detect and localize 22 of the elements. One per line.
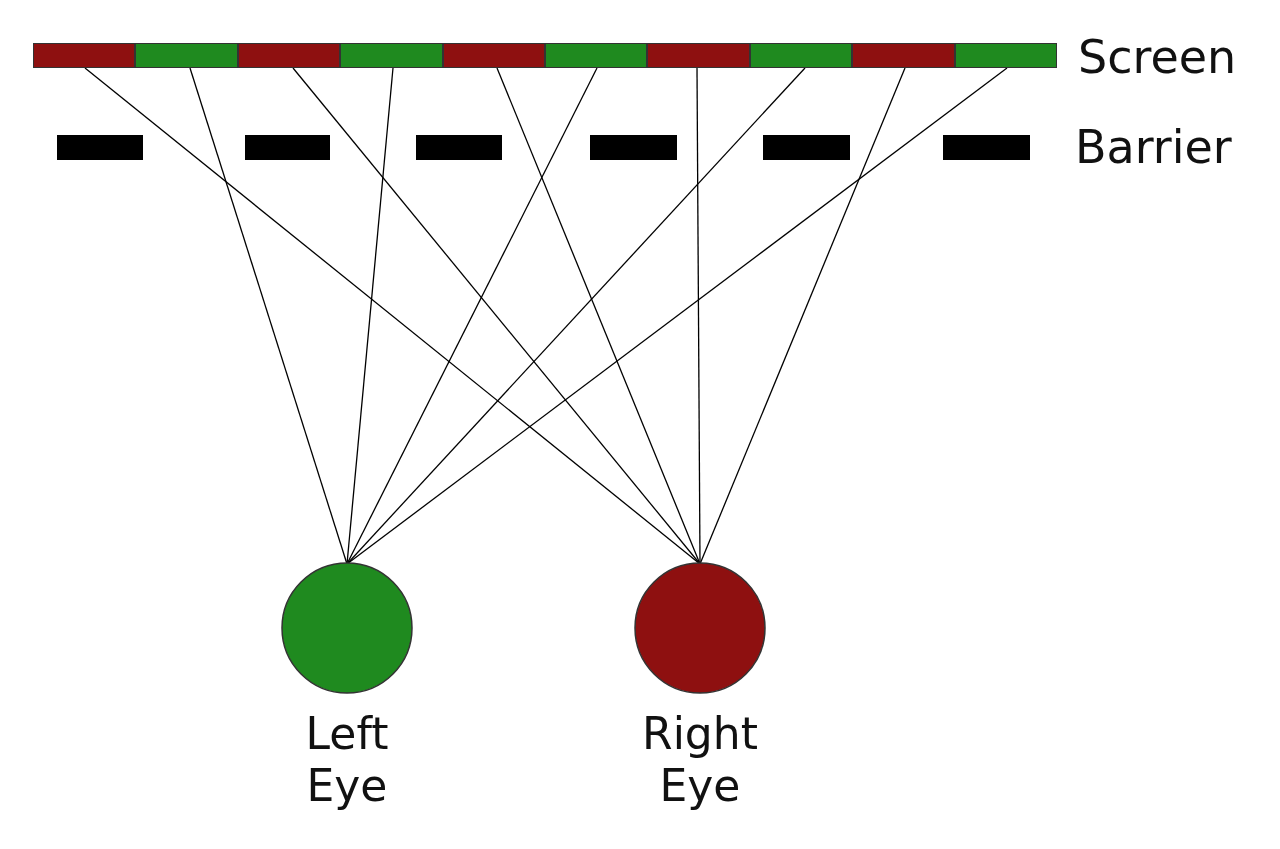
sight-line (696, 67, 701, 565)
sight-line (496, 67, 701, 565)
screen-pixel-strip (442, 43, 545, 68)
screen-pixel-strip (954, 43, 1057, 68)
screen-pixel-strip (237, 43, 341, 68)
sight-line (346, 67, 806, 565)
eye-label: Right Eye (641, 708, 759, 812)
sight-line (346, 67, 394, 565)
screen-pixel-strip (647, 43, 750, 68)
screen-pixel-strip (545, 43, 648, 68)
screen-pixel-strip (33, 43, 136, 68)
eye-label: Left Eye (304, 708, 390, 812)
sight-line (189, 67, 348, 565)
screen-pixel-strip (749, 43, 853, 68)
side-label: Barrier (1075, 120, 1232, 174)
sight-line (346, 67, 1008, 565)
sight-line (292, 67, 701, 565)
screen-pixel-strip (340, 43, 443, 68)
sight-line (699, 67, 906, 565)
side-label: Screen (1078, 30, 1237, 84)
screen-pixel-strip (852, 43, 955, 68)
screen-pixel-strip (135, 43, 238, 68)
